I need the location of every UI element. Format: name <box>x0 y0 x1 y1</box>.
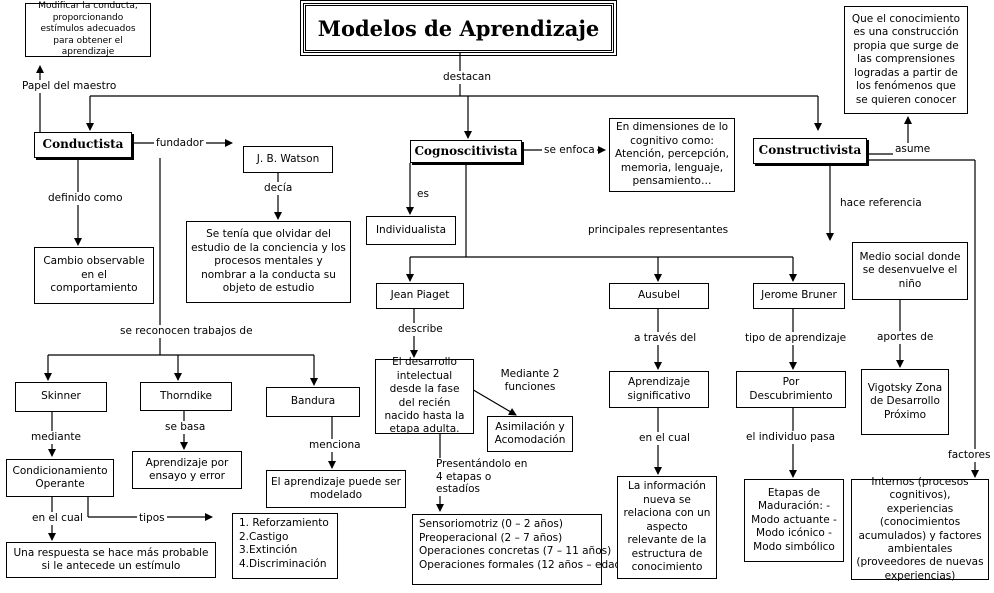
list-item: Operaciones concretas (7 – 11 años) <box>419 545 612 558</box>
node-descubrimiento: Por Descubrimiento <box>736 371 846 408</box>
link-se-basa: se basa <box>163 421 208 434</box>
node-bandura-quote: El aprendizaje puede ser modelado <box>266 470 406 508</box>
node-thorndike: Thorndike <box>140 382 232 411</box>
maestro-role-box: Modificar la conducta, proporcionando es… <box>25 1 151 57</box>
list-item: 1. Reforzamiento <box>239 517 329 529</box>
node-ausubel: Ausubel <box>609 283 709 309</box>
link-describe: describe <box>396 323 445 336</box>
node-etapas-maduracion: Etapas de Maduración: -Modo actuante -Mo… <box>744 479 844 562</box>
node-bruner: Jerome Bruner <box>753 283 845 309</box>
node-piaget: Jean Piaget <box>376 283 464 309</box>
node-enfoca-dimensiones: En dimensiones de lo cognitivo como: Ate… <box>609 118 735 192</box>
link-en-el-cual: en el cual <box>30 512 85 525</box>
node-asimilacion: Asimilación y Acomodación <box>487 416 573 452</box>
node-bandura: Bandura <box>266 387 360 417</box>
list-item: Preoperacional (2 – 7 años) <box>419 531 563 544</box>
node-factores: Internos (procesos cognitivos), experien… <box>851 476 989 582</box>
link-se-reconocen: se reconocen trabajos de <box>118 325 255 338</box>
node-skinner: Skinner <box>15 382 107 412</box>
list-item: Operaciones formales (12 años – edad adu… <box>419 558 662 571</box>
link-definido-como: definido como <box>46 192 125 205</box>
link-fundador: fundador <box>154 137 206 150</box>
link-en-el-cual-2: en el cual <box>637 432 692 445</box>
list-item: Sensoriomotriz (0 – 2 años) <box>419 518 563 530</box>
link-mediante: mediante <box>29 431 83 444</box>
node-cambio: Cambio observable en el comportamiento <box>34 247 154 304</box>
link-tipos: tipos <box>137 512 167 525</box>
node-significativo: Aprendizaje significativo <box>609 371 709 408</box>
link-asume: asume <box>893 143 933 156</box>
node-informacion: La información nueva se relaciona con un… <box>617 476 717 579</box>
node-medio-social: Medio social donde se desenvuelve el niñ… <box>852 242 968 300</box>
link-es: es <box>415 188 431 201</box>
link-presentandolo: Presentándolo en 4 etapas o estadíos <box>434 458 538 496</box>
page-title: Modelos de Aprendizaje <box>300 0 617 56</box>
link-destacan: destacan <box>441 71 494 84</box>
list-item: 4.Discriminación <box>239 557 327 570</box>
node-cognoscitivista: Cognoscitivista <box>410 140 522 163</box>
node-conocimiento: Que el conocimiento es una construcción … <box>844 6 968 114</box>
node-condicionamiento: Condicionamiento Operante <box>6 459 114 497</box>
node-conductista: Conductista <box>34 132 132 158</box>
link-hace-referencia: hace referencia <box>838 197 924 210</box>
node-watson-quote: Se tenía que olvidar del estudio de la c… <box>186 221 351 303</box>
list-item: 2.Castigo <box>239 530 289 543</box>
list-etapas: Sensoriomotriz (0 – 2 años) Preoperacion… <box>412 514 662 585</box>
list-tipos: 1. Reforzamiento 2.Castigo 3.Extinción 4… <box>232 513 338 579</box>
node-vigotsky: Vigotsky Zona de Desarrollo Próximo <box>861 369 949 435</box>
node-constructivista: Constructivista <box>753 138 867 164</box>
link-decia: decía <box>262 182 295 195</box>
link-factores: factores <box>946 449 993 462</box>
node-ensayo-error: Aprendizaje por ensayo y error <box>132 451 242 489</box>
link-menciona: menciona <box>307 439 363 452</box>
node-respuesta: Una respuesta se hace más probable si le… <box>6 542 216 578</box>
list-item: 3.Extinción <box>239 544 298 557</box>
node-individualista: Individualista <box>366 216 456 245</box>
link-papel-maestro: Papel del maestro <box>20 80 119 93</box>
link-principales: principales representantes <box>586 224 731 237</box>
link-se-enfoca: se enfoca <box>542 144 597 157</box>
link-individuo-pasa: el individuo pasa <box>744 431 838 444</box>
node-desarrollo: El desarrollo intelectual desde la fase … <box>375 356 474 435</box>
link-mediante-2: Mediante 2 funciones <box>495 368 565 394</box>
link-a-traves: a través del <box>632 332 699 345</box>
link-aportes-de: aportes de <box>875 331 936 344</box>
link-tipo-aprendizaje: tipo de aprendizaje <box>743 332 849 345</box>
node-watson: J. B. Watson <box>243 146 333 173</box>
